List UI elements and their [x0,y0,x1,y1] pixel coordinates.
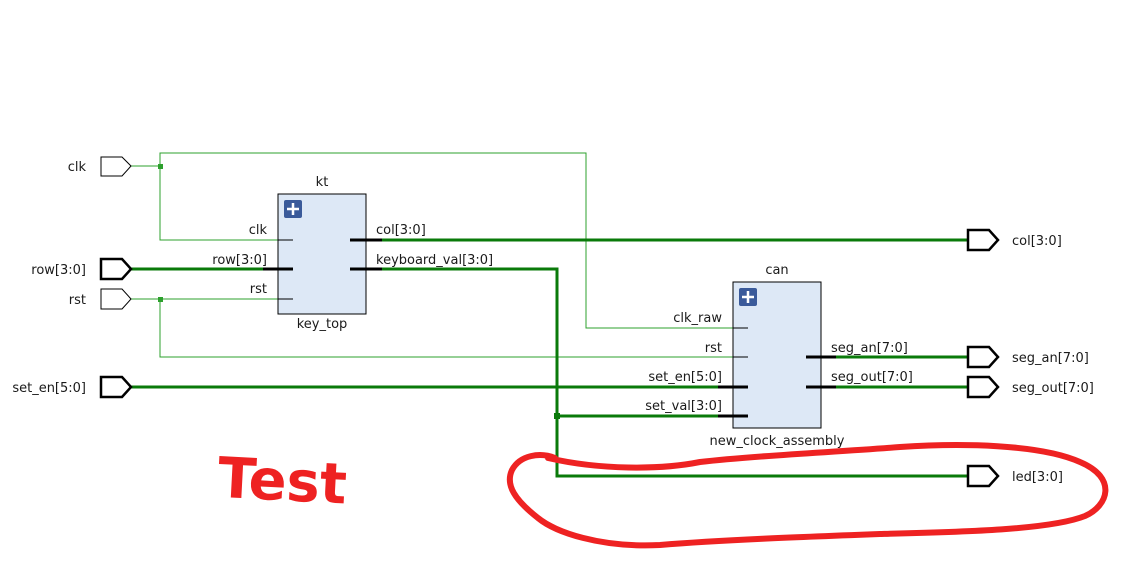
port-label-col: col[3:0] [1012,234,1062,249]
port-label-led: led[3:0] [1012,470,1063,485]
kt-pin-col: col[3:0] [376,223,426,238]
can-pin-seg-an: seg_an[7:0] [831,341,908,356]
block-kt[interactable]: kt key_top clk row[3:0] rst col[3:0] key… [212,175,493,332]
port-label-seg-an: seg_an[7:0] [1012,351,1089,366]
output-port-col[interactable]: col[3:0] [966,228,1062,252]
can-pin-set-val: set_val[3:0] [645,399,722,414]
wire-rst[interactable] [131,297,748,358]
wire-keyboard-val[interactable] [382,267,968,478]
can-pin-set-en: set_en[5:0] [648,370,722,385]
port-label-set-en: set_en[5:0] [12,381,86,396]
plus-icon [287,203,299,215]
kt-pin-rst: rst [250,282,267,297]
input-port-row[interactable]: row[3:0] [31,257,133,281]
wire-clk[interactable] [131,152,748,329]
kt-pin-keyboard-val: keyboard_val[3:0] [376,253,493,268]
can-instance-label: can [765,263,788,278]
can-module-label: new_clock_assembly [710,434,845,449]
output-port-seg-out[interactable]: seg_out[7:0] [966,375,1094,399]
annotation-circle [506,442,1109,549]
input-port-rst[interactable]: rst [69,288,132,310]
port-label-rst: rst [69,293,86,308]
port-label-clk: clk [68,160,87,175]
plus-icon [742,291,754,303]
output-port-led[interactable]: led[3:0] [966,464,1063,488]
can-pin-seg-out: seg_out[7:0] [831,370,913,385]
kt-pin-clk: clk [249,223,268,238]
junction-dot [554,413,560,419]
block-can[interactable]: can new_clock_assembly clk_raw rst set_e… [645,263,913,449]
annotation-text: Test [216,446,348,518]
output-port-seg-an[interactable]: seg_an[7:0] [966,345,1089,369]
can-pin-rst: rst [705,341,722,356]
can-pin-clk-raw: clk_raw [673,311,722,326]
port-label-seg-out: seg_out[7:0] [1012,381,1094,396]
input-port-set-en[interactable]: set_en[5:0] [12,375,133,399]
kt-instance-label: kt [316,175,329,190]
kt-pin-row: row[3:0] [212,253,267,268]
input-port-clk[interactable]: clk [68,156,132,177]
port-label-row: row[3:0] [31,263,86,278]
kt-module-label: key_top [297,317,348,332]
